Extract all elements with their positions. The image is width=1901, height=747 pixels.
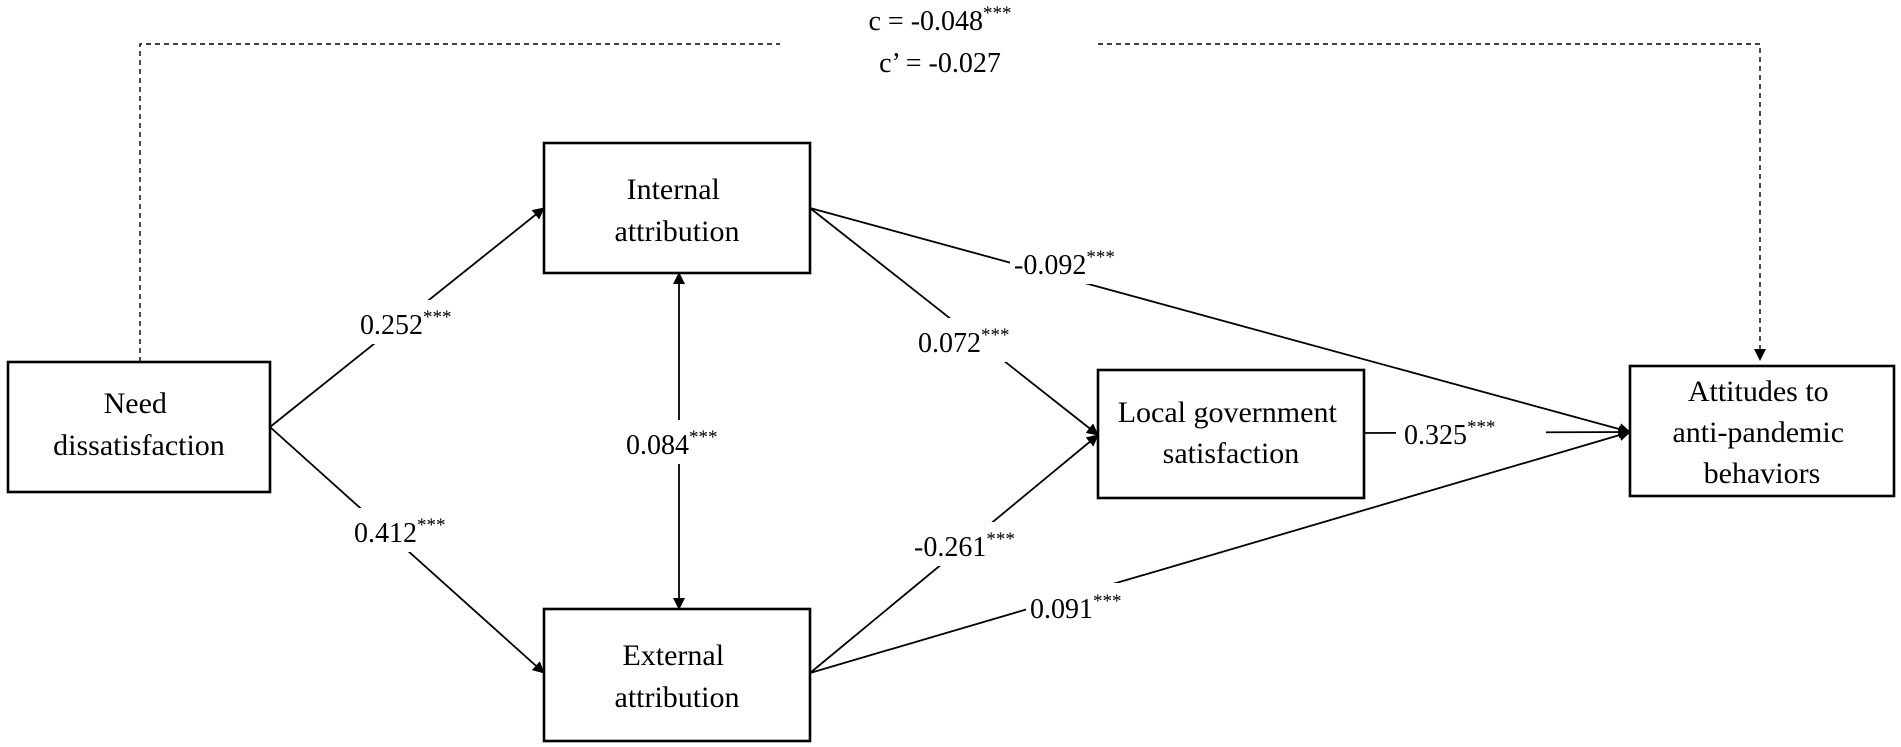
node-attitudes-line1: Attitudes to <box>1688 375 1829 408</box>
coef-internal-local: 0.072*** <box>918 325 1010 359</box>
total-effect-path-right <box>1098 43 1766 361</box>
edge-internal-attitudes <box>809 207 1631 435</box>
total-effect-path <box>139 43 780 362</box>
svg-text:External attribution: External attribution <box>615 639 740 714</box>
edge-external-attitudes <box>809 429 1631 674</box>
node-local-government-satisfaction <box>1096 368 1366 500</box>
svg-text:Local government satisfact: Local government satisfaction <box>1118 396 1345 470</box>
svg-text:Internal attribution: Internal attribution <box>615 173 740 248</box>
node-need-dissatisfaction <box>6 360 272 494</box>
coef-external-local: -0.261*** <box>914 529 1015 563</box>
total-effect-c: c = -0.048*** <box>868 3 1011 37</box>
node-local-line2: satisfaction <box>1163 437 1300 470</box>
direct-effect-c-prime: c’ = -0.027 <box>879 48 1001 79</box>
node-external-attribution <box>542 607 812 743</box>
coef-need-internal: 0.252*** <box>360 307 452 341</box>
coef-local-attitudes: 0.325*** <box>1404 417 1496 451</box>
node-attitudes-line2: anti-pandemic <box>1672 416 1844 449</box>
svg-text:Attitudes to anti-pandemic: Attitudes to anti-pandemic behaviors <box>1672 375 1851 490</box>
node-external-line2: attribution <box>615 681 740 714</box>
node-internal-line2: attribution <box>615 215 740 248</box>
coef-internal-external: 0.084*** <box>626 427 718 461</box>
node-need-line1: Need <box>104 387 167 420</box>
node-internal-attribution <box>542 141 812 275</box>
node-internal-line1: Internal <box>627 173 720 206</box>
coef-external-attitudes: 0.091*** <box>1030 591 1122 625</box>
node-external-line1: External <box>622 639 724 672</box>
node-attitudes-anti-pandemic <box>1628 364 1896 498</box>
node-attitudes-line3: behaviors <box>1704 457 1821 490</box>
coef-need-external: 0.412*** <box>354 515 446 549</box>
coef-internal-attitudes: -0.092*** <box>1014 247 1115 281</box>
node-need-line2: dissatisfaction <box>53 429 225 462</box>
node-local-line1: Local government <box>1118 396 1338 429</box>
svg-text:Need dissatisfaction: Need dissatisfaction <box>53 387 225 462</box>
